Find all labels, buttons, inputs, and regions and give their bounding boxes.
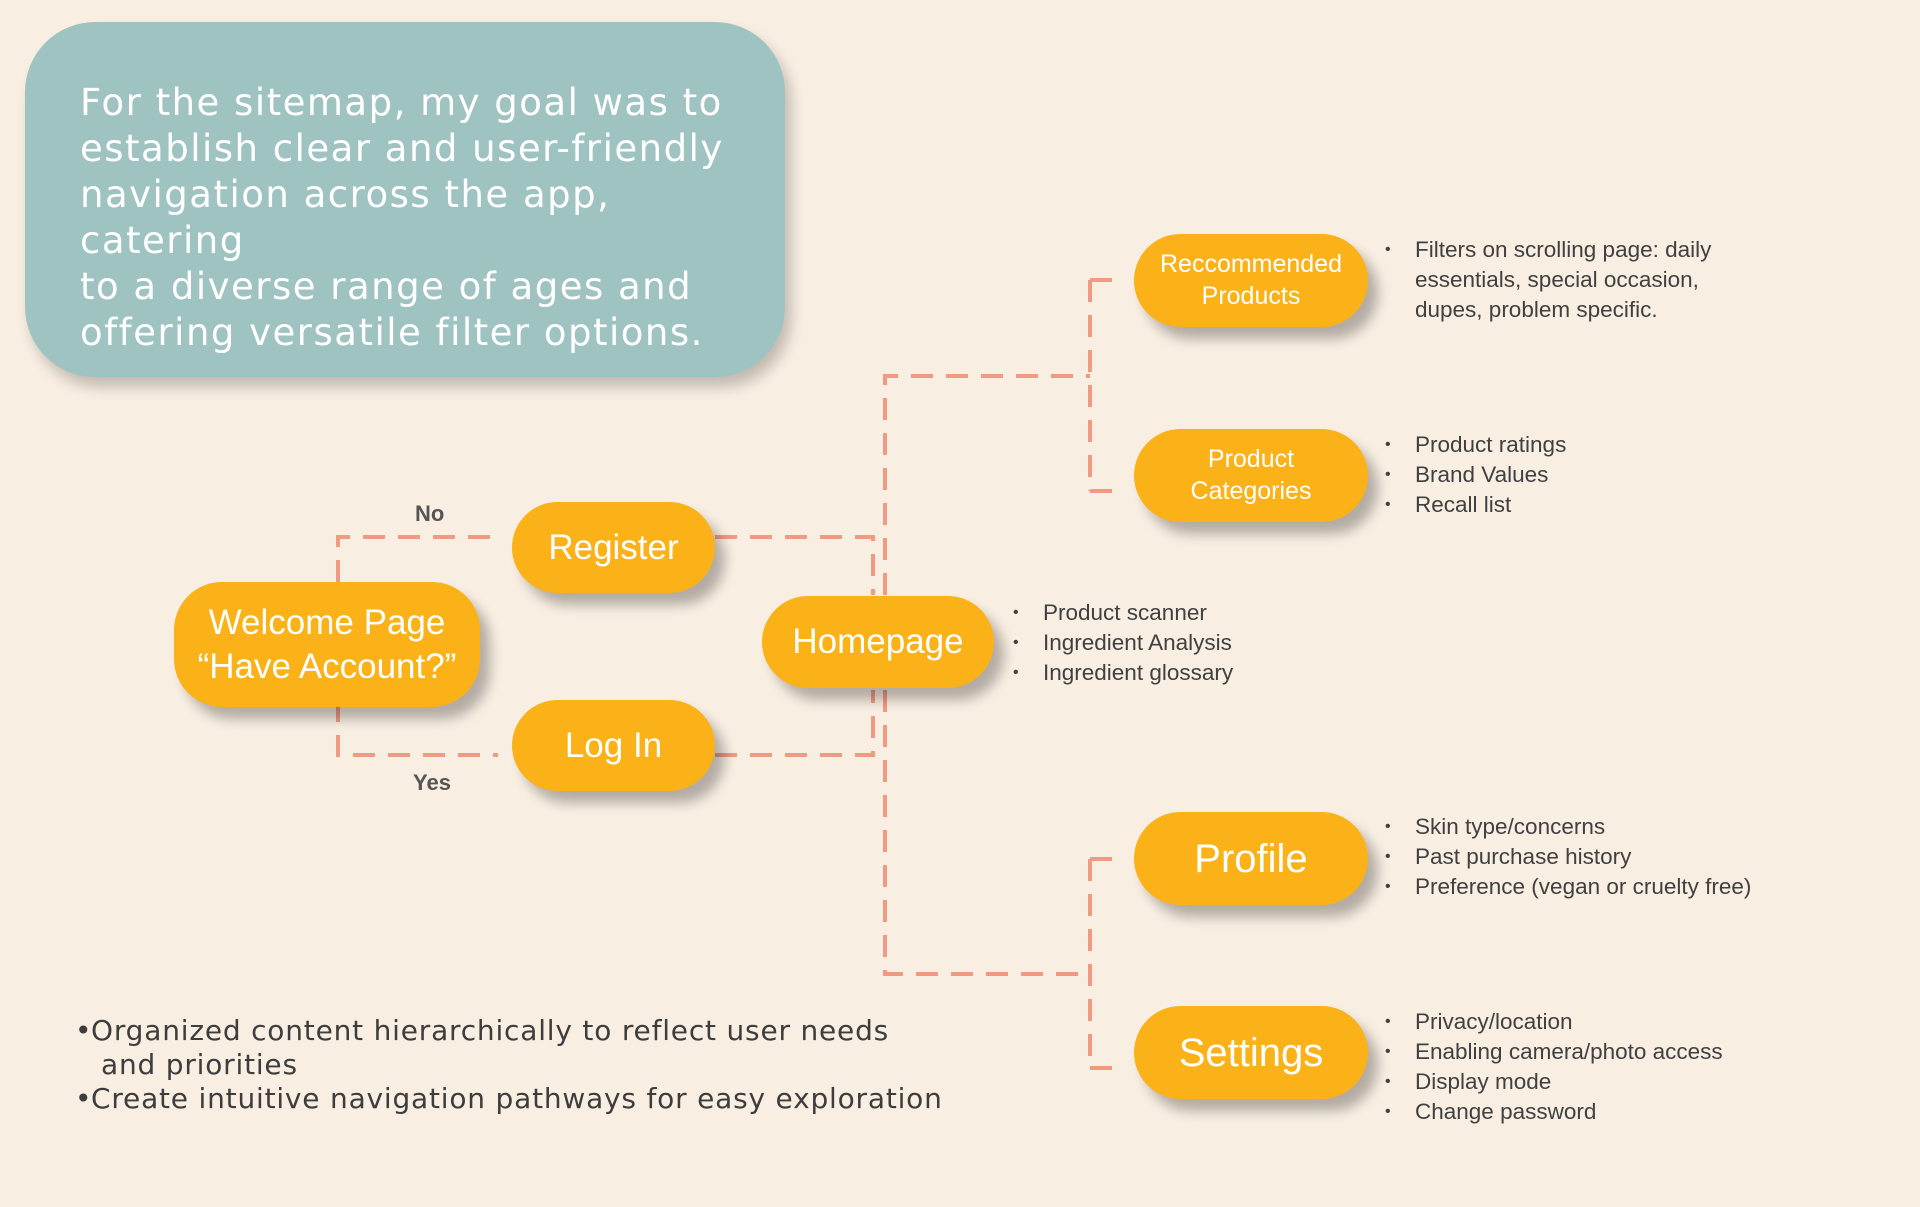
detail-item: Preference (vegan or cruelty free) — [1385, 872, 1751, 902]
detail-item: Privacy/location — [1385, 1007, 1723, 1037]
recommended-node-line1: Reccommended — [1159, 250, 1343, 279]
profile-details: Skin type/concerns Past purchase history… — [1385, 812, 1751, 902]
welcome-node-line2: “Have Account?” — [197, 646, 457, 686]
register-node[interactable]: Register — [512, 502, 715, 593]
connector-login-homepage — [715, 690, 875, 757]
recommended-details: Filters on scrolling page: daily essenti… — [1385, 235, 1711, 325]
profile-node-label: Profile — [1194, 836, 1308, 881]
recommended-node-line2: Products — [1201, 281, 1301, 310]
intro-line: offering versatile filter options. — [80, 311, 704, 354]
settings-node[interactable]: Settings — [1134, 1006, 1368, 1099]
detail-item: Skin type/concerns — [1385, 812, 1751, 842]
intro-text: For the sitemap, my goal was to establis… — [80, 80, 749, 356]
note-line: and priorities — [101, 1048, 298, 1081]
detail-item: Recall list — [1385, 490, 1566, 520]
homepage-details: Product scanner Ingredient Analysis Ingr… — [1013, 598, 1233, 688]
detail-item: Ingredient glossary — [1013, 658, 1233, 688]
detail-line: essentials, special occasion, — [1415, 267, 1699, 292]
intro-line: navigation across the app, catering — [80, 173, 611, 262]
detail-item: Display mode — [1385, 1067, 1723, 1097]
note-item: Create intuitive navigation pathways for… — [75, 1082, 951, 1116]
connector-welcome-register — [336, 535, 498, 582]
register-node-label: Register — [548, 527, 679, 567]
detail-item: Product ratings — [1385, 430, 1566, 460]
detail-item: Filters on scrolling page: daily essenti… — [1385, 235, 1711, 325]
categories-node-line2: Categories — [1190, 476, 1312, 505]
intro-card: For the sitemap, my goal was to establis… — [25, 22, 785, 377]
connector-welcome-login — [336, 700, 498, 757]
detail-line: Filters on scrolling page: daily — [1415, 237, 1712, 262]
detail-item: Past purchase history — [1385, 842, 1751, 872]
intro-line: For the sitemap, my goal was to — [80, 81, 723, 124]
connector-homepage-recommended — [883, 374, 1090, 595]
detail-item: Brand Values — [1385, 460, 1566, 490]
login-node[interactable]: Log In — [512, 700, 715, 791]
connector-register-homepage — [715, 535, 875, 595]
intro-line: to a diverse range of ages and — [80, 265, 693, 308]
detail-line: dupes, problem specific. — [1415, 297, 1658, 322]
recommended-products-node[interactable]: Reccommended Products — [1134, 234, 1368, 327]
detail-item: Product scanner — [1013, 598, 1233, 628]
note-line: Organized content hierarchically to refl… — [91, 1014, 890, 1047]
note-item: Organized content hierarchically to refl… — [75, 1014, 951, 1082]
login-node-label: Log In — [564, 725, 663, 765]
detail-item: Ingredient Analysis — [1013, 628, 1233, 658]
detail-item: Enabling camera/photo access — [1385, 1037, 1723, 1067]
branch-label-yes: Yes — [413, 770, 451, 795]
categories-node-line1: Product — [1207, 445, 1295, 474]
design-notes: Organized content hierarchically to refl… — [75, 1014, 951, 1116]
product-categories-node[interactable]: Product Categories — [1134, 429, 1368, 522]
homepage-node[interactable]: Homepage — [762, 596, 994, 688]
welcome-page-node[interactable]: Welcome Page “Have Account?” — [174, 582, 480, 707]
connector-homepage-profile — [883, 690, 1090, 976]
detail-item: Change password — [1385, 1097, 1723, 1127]
categories-details: Product ratings Brand Values Recall list — [1385, 430, 1566, 520]
welcome-node-line1: Welcome Page — [208, 602, 446, 642]
settings-details: Privacy/location Enabling camera/photo a… — [1385, 1007, 1723, 1127]
branch-label-no: No — [415, 501, 445, 526]
settings-node-label: Settings — [1178, 1030, 1324, 1075]
profile-node[interactable]: Profile — [1134, 812, 1368, 905]
homepage-node-label: Homepage — [792, 622, 964, 662]
intro-line: establish clear and user-friendly — [80, 127, 724, 170]
